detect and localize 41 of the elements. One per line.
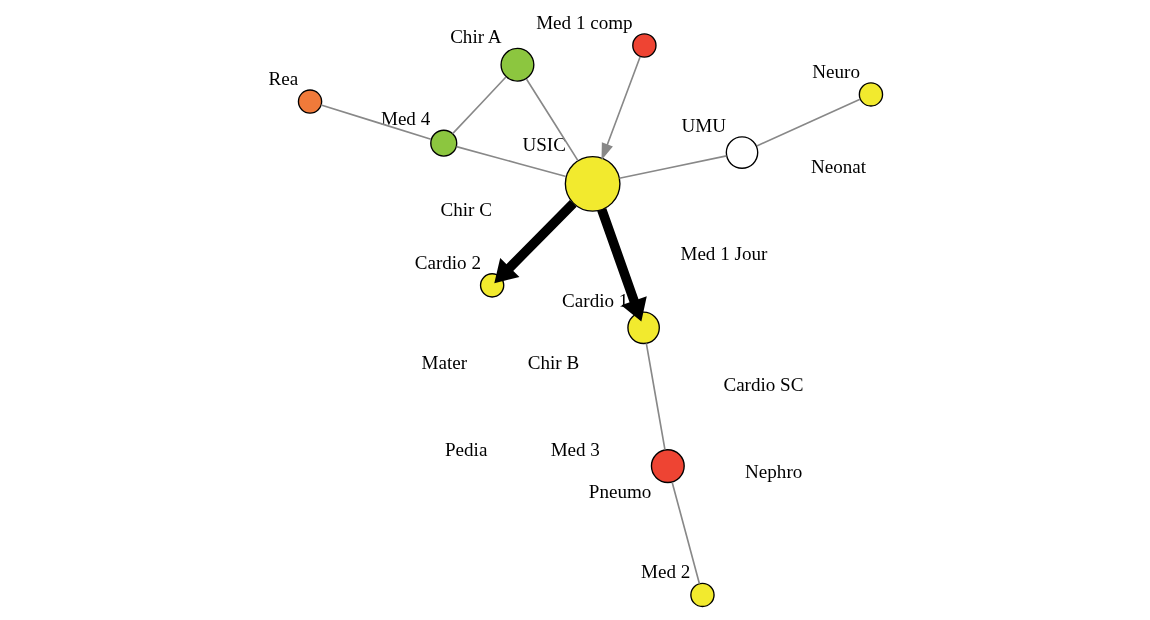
connector [645,342,666,451]
node-circle [858,82,883,107]
arrow [493,200,577,284]
label: Mater [421,351,467,373]
node-label: Med 4 [380,108,430,130]
node-circle [650,449,685,484]
node-circle [499,47,534,82]
node-label: UMU [681,114,726,136]
label: Med 1 Jour [679,242,767,264]
label: Chir C [439,199,492,221]
node-circle [626,311,660,345]
connector [618,155,727,180]
node-circle [725,136,758,169]
node-label: Med 2 [640,561,690,583]
node-label: Med 1 comp [535,11,633,33]
node-label: Rea [268,67,298,89]
label: Neonat [810,155,866,177]
node-circle [631,33,657,58]
node-circle [479,273,504,298]
label: Chir B [527,351,579,373]
node-circle [689,582,715,608]
connector [319,104,432,140]
arrow [601,56,641,161]
node-label: Cardio 2 [414,251,481,273]
node-label: USIC [522,134,566,156]
connector [670,481,700,585]
node-label: Neuro [811,60,860,82]
node-label: Chir A [449,26,502,48]
connector [755,98,861,147]
node-circle [564,155,621,212]
connector [455,145,567,178]
arrow [596,208,647,322]
label: Pedia [444,439,487,461]
node-label: Pneumo [588,480,651,502]
node-circle [429,129,457,157]
label: Nephro [744,460,802,482]
connector [525,78,579,162]
connector [451,76,507,135]
label: Med 3 [550,439,600,461]
node-circle [297,89,322,114]
label: Cardio SC [722,373,803,395]
